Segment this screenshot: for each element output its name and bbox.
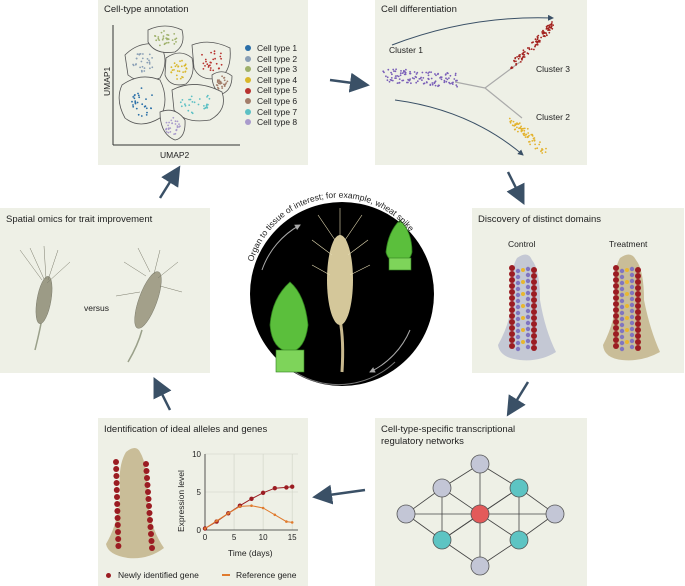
legend-swatch — [245, 55, 251, 62]
cluster1-label: Cluster 1 — [389, 45, 424, 55]
flow-arrow-3 — [506, 381, 530, 417]
panel-ideal-alleles — [98, 418, 308, 586]
ref-gene-marker-icon — [222, 574, 230, 576]
legend-swatch — [245, 66, 251, 73]
svg-text:Organ to tissue of interest; f: Organ to tissue of interest; for example… — [245, 190, 416, 263]
flow-arrow-4 — [312, 484, 366, 505]
legend-item: Cell type 6 — [245, 96, 297, 107]
panel-title-discovery: Discovery of distinct domains — [478, 214, 602, 225]
center-black-circle — [250, 202, 434, 386]
legend-ref-gene-label: Reference gene — [236, 570, 297, 580]
legend-item: Cell type 4 — [245, 75, 297, 86]
chart-x-axis-label: Time (days) — [228, 548, 273, 558]
legend-label: Cell type 1 — [257, 43, 298, 53]
legend-label: Cell type 4 — [257, 74, 298, 85]
new-gene-marker-icon — [106, 572, 111, 578]
legend-label: Cell type 3 — [257, 64, 298, 75]
green-spike-right — [385, 219, 413, 263]
green-spike-left — [269, 281, 309, 353]
panel-title-alleles: Identification of ideal alleles and gene… — [104, 424, 268, 435]
legend-item: Cell type 1 — [245, 43, 297, 54]
legend-item: Cell type 8 — [245, 117, 297, 128]
legend-item: Cell type 5 — [245, 85, 297, 96]
legend-swatch — [245, 77, 251, 84]
versus-label: versus — [84, 303, 110, 313]
cluster3-label: Cluster 3 — [536, 64, 571, 74]
legend-item: Cell type 2 — [245, 54, 297, 65]
legend-label: Cell type 8 — [257, 117, 298, 128]
legend-item: Cell type 3 — [245, 64, 297, 75]
legend-label: Cell type 7 — [257, 106, 298, 117]
treatment-label: Treatment — [609, 239, 648, 249]
panel-title-spatial: Spatial omics for trait improvement — [6, 214, 153, 225]
flow-arrow-5 — [153, 377, 172, 411]
flow-arrow-2 — [506, 171, 525, 205]
cell-type-legend: Cell type 1 Cell type 2 Cell type 3 Cell… — [245, 43, 297, 128]
panel-title-cell-type-annotation: Cell-type annotation — [104, 4, 189, 15]
panel-discovery-domains — [472, 208, 684, 373]
legend-label: Cell type 6 — [257, 95, 298, 106]
panel-spatial-omics — [0, 208, 210, 373]
panel-title-networks-line1: Cell-type-specific transcriptional — [381, 424, 516, 435]
umap2-axis-label: UMAP2 — [160, 150, 190, 160]
center-arc-text: Organ to tissue of interest; for example… — [245, 190, 416, 263]
panel-cell-differentiation — [375, 0, 587, 165]
legend-label: Cell type 2 — [257, 53, 298, 64]
panel-title-cell-differentiation: Cell differentiation — [381, 4, 457, 15]
legend-label: Cell type 5 — [257, 85, 298, 96]
legend-item: Cell type 7 — [245, 107, 297, 118]
chart-legend-new: Newly identified gene — [106, 570, 199, 580]
panel-title-networks-line2: regulatory networks — [381, 436, 464, 447]
chart-y-axis-label: Expression level — [176, 470, 186, 532]
umap1-axis-label: UMAP1 — [102, 66, 112, 96]
legend-swatch — [245, 87, 251, 94]
legend-swatch — [245, 119, 251, 126]
flow-arrow-6 — [158, 165, 181, 199]
flow-arrow-1 — [329, 72, 370, 93]
chart-legend-ref: Reference gene — [222, 570, 297, 580]
cluster2-label: Cluster 2 — [536, 112, 571, 122]
legend-swatch — [245, 108, 251, 115]
control-label: Control — [508, 239, 536, 249]
legend-swatch — [245, 45, 251, 52]
legend-swatch — [245, 98, 251, 105]
legend-new-gene-label: Newly identified gene — [118, 570, 199, 580]
